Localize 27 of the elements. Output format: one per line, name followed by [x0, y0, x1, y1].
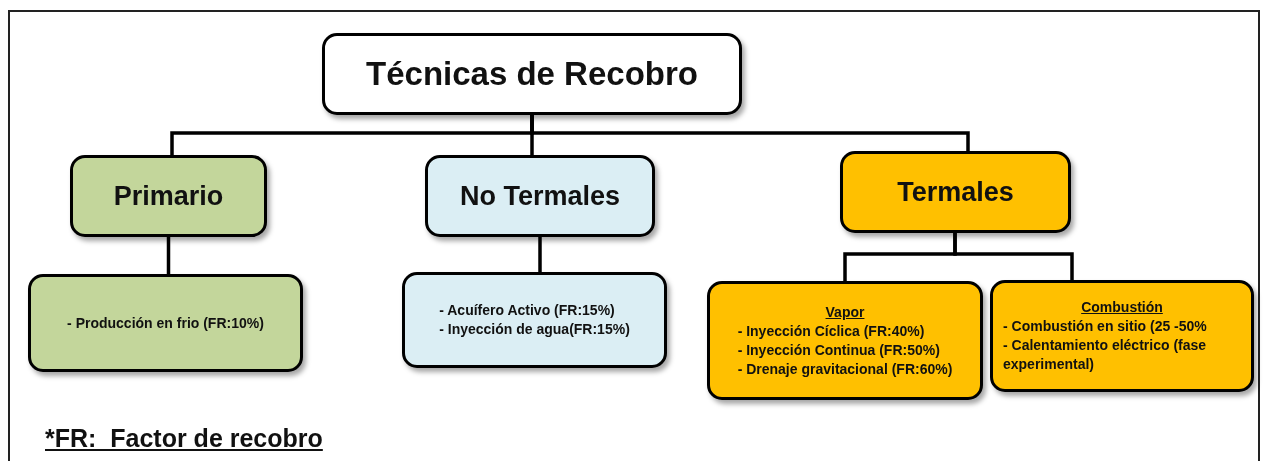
category-label: Primario: [113, 180, 224, 212]
footnote: *FR: Factor de recobro: [45, 424, 323, 453]
group-heading: Vapor: [825, 302, 865, 322]
connector-line: [538, 237, 542, 272]
connector-line: [953, 233, 1074, 280]
category-label: Termales: [897, 176, 1014, 208]
category-box: [840, 151, 1071, 233]
list-item: - Producción en frio (FR:10%): [67, 313, 264, 333]
connector-line: [166, 237, 171, 274]
list-item: - Inyección Cíclica (FR:40%): [737, 321, 925, 341]
list-item: - Inyección Continua (FR:50%): [737, 340, 940, 360]
method-box: [707, 281, 983, 400]
list-item: - Combustión en sitio (25 -50%: [1003, 317, 1207, 336]
category-box: [70, 155, 267, 237]
category-box: [425, 155, 655, 237]
method-box: [990, 280, 1254, 392]
method-box: [28, 274, 303, 372]
list-item: - Calentamiento eléctrico (fase experimental): [1003, 336, 1208, 374]
method-box: [402, 272, 667, 368]
title-box: [322, 33, 742, 115]
list-item: - Inyección de agua(FR:15%): [439, 320, 630, 339]
group-heading: Combustión: [1081, 298, 1163, 317]
root-label: Técnicas de Recobro: [366, 55, 698, 93]
list-item: - Drenaje gravitacional (FR:60%): [737, 359, 953, 379]
connector-line: [530, 115, 970, 151]
list-item: - Acuífero Activo (FR:15%): [439, 301, 615, 320]
category-label: No Termales: [459, 180, 621, 212]
